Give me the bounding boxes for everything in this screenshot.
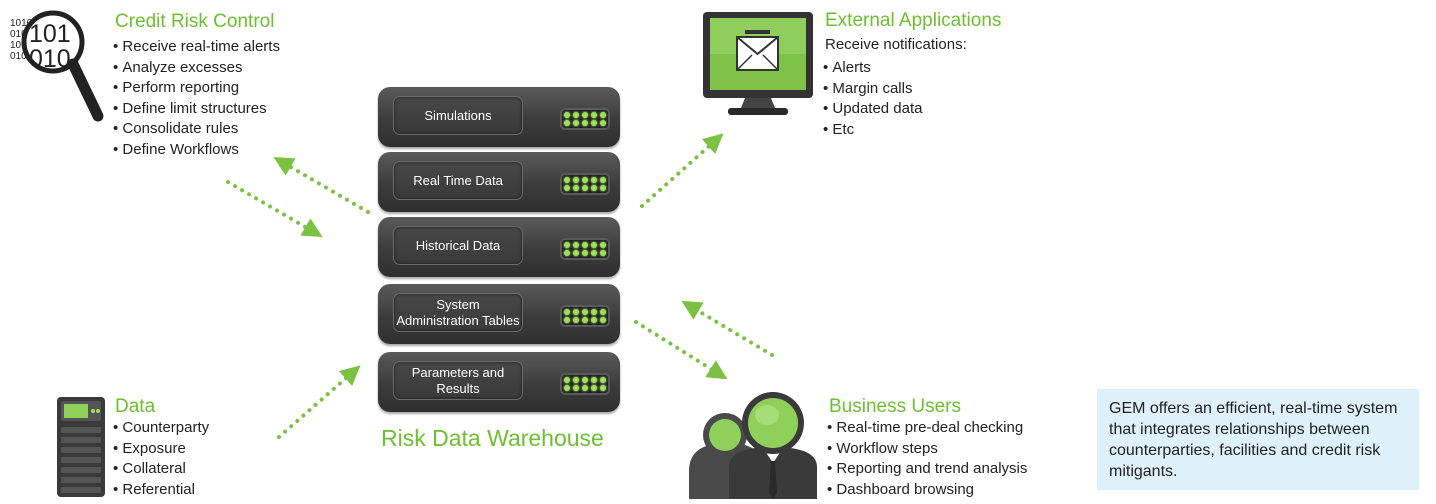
arrow-to-business-users	[634, 320, 728, 380]
led-panel-icon	[560, 305, 610, 327]
arrow-from-business-users	[681, 300, 774, 357]
binary-small-2: 010	[10, 29, 27, 40]
summary-note-text: GEM offers an efficient, real-time syste…	[1109, 400, 1398, 480]
warehouse-layer-parameters-results: Parameters and Results	[378, 352, 620, 412]
list-item: Updated data	[823, 99, 922, 120]
monitor-envelope-icon	[700, 10, 820, 120]
binary-large-2: 010	[29, 45, 71, 73]
binary-small-4: 010	[10, 51, 27, 62]
credit-risk-list: Receive real-time alerts Analyze excesse…	[113, 37, 280, 160]
arrow-to-external-apps	[640, 133, 724, 208]
binary-small-3: 101	[10, 40, 27, 51]
led-panel-icon	[560, 238, 610, 260]
warehouse-layer-real-time-data: Real Time Data	[378, 152, 620, 212]
layer-label: Historical Data	[393, 226, 523, 265]
list-item: Analyze excesses	[113, 58, 280, 79]
data-list: Counterparty Exposure Collateral Referen…	[113, 418, 209, 500]
list-item: Etc	[823, 120, 923, 141]
led-panel-icon	[560, 373, 610, 395]
binary-large-1: 101	[29, 20, 71, 48]
layer-label: System Administration Tables	[393, 293, 523, 332]
external-apps-title: External Applications	[825, 10, 1002, 31]
list-item: Real-time pre-deal checking	[827, 418, 1027, 439]
summary-note: GEM offers an efficient, real-time syste…	[1097, 389, 1419, 490]
list-item: Referential	[113, 480, 209, 501]
warehouse-layer-system-administration: System Administration Tables	[378, 284, 620, 344]
list-item: Perform reporting	[113, 78, 280, 99]
warehouse-layer-historical-data: Historical Data	[378, 217, 620, 277]
binary-small-1: 1010	[10, 18, 33, 29]
list-item: Counterparty	[113, 418, 209, 439]
external-apps-list: Alerts Margin calls Updated data Etc	[823, 58, 923, 141]
list-item: Collateral	[113, 459, 209, 480]
business-users-title: Business Users	[829, 396, 961, 417]
led-panel-icon	[560, 173, 610, 195]
led-panel-icon	[560, 108, 610, 130]
list-item: Consolidate rules	[113, 119, 280, 140]
list-item: Reporting and trend analysis	[827, 459, 1027, 480]
list-item: Margin calls	[823, 79, 923, 100]
external-apps-subtitle: Receive notifications:	[825, 36, 967, 53]
users-icon	[683, 385, 825, 499]
arrow-to-credit-risk	[273, 156, 370, 214]
list-item: Exposure	[113, 439, 209, 460]
magnifier-binary-icon: 1010 010 101 010 101 010	[6, 6, 110, 126]
warehouse-layer-simulations: Simulations	[378, 87, 620, 147]
warehouse-label: Risk Data Warehouse	[381, 425, 604, 451]
list-item: Define Workflows	[113, 140, 280, 161]
list-item: Dashboard browsing	[827, 480, 1027, 501]
business-users-list: Real-time pre-deal checking Workflow ste…	[827, 418, 1027, 500]
arrow-credit-risk-to-warehouse	[226, 180, 323, 238]
list-item: Define limit structures	[113, 99, 280, 120]
credit-risk-title: Credit Risk Control	[115, 11, 275, 32]
list-item: Receive real-time alerts	[113, 37, 280, 58]
list-item: Alerts	[823, 58, 923, 79]
layer-label: Real Time Data	[393, 161, 523, 200]
layer-label: Simulations	[393, 96, 523, 135]
arrow-from-data	[277, 365, 361, 439]
list-item: Workflow steps	[827, 439, 1027, 460]
layer-label: Parameters and Results	[393, 361, 523, 400]
server-tower-icon	[55, 395, 107, 499]
data-title: Data	[115, 396, 156, 417]
